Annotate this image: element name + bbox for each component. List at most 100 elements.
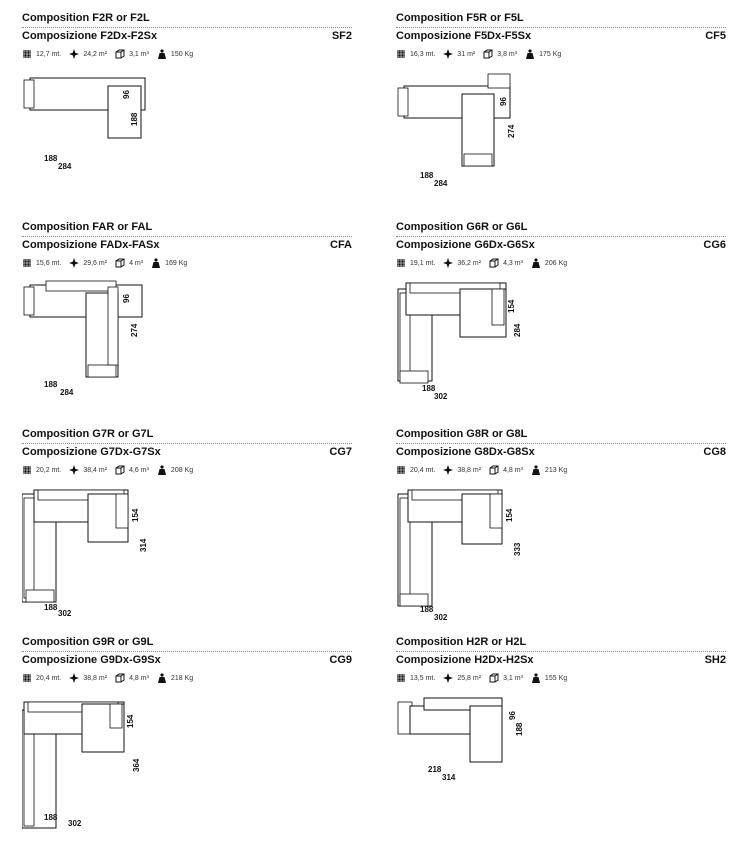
dim-length: 284	[513, 323, 522, 337]
sofa-plan-drawing: 154 333 188 302	[397, 489, 522, 622]
sofa-end-cushion	[25, 589, 55, 603]
sofa-side-cushion	[107, 286, 119, 366]
dim-width-b: 302	[68, 819, 82, 828]
dim-depth: 154	[126, 714, 135, 728]
length-value: 15,6 mt.	[36, 259, 62, 267]
dim-width-b: 302	[434, 392, 448, 401]
sofa-plan-drawing: 96 274 188 284	[23, 280, 143, 397]
dim-depth: 96	[122, 90, 131, 99]
sofa-chaise-module	[469, 705, 503, 763]
composition-title: Composition G8R or G8L	[396, 428, 726, 444]
sofa-top-cushion	[409, 282, 501, 294]
composition-subtitle: Composizione F2Dx-F2Sx	[22, 30, 158, 42]
volume-box-icon	[115, 49, 125, 59]
weight-value: 208 Kg	[170, 466, 194, 474]
sofa-plan-drawing: 96 188 188 284	[23, 77, 146, 171]
length-value: 20,2 mt.	[36, 466, 62, 474]
composition-title: Composition F2R or F2L	[22, 12, 352, 28]
dim-width-a: 188	[422, 384, 436, 393]
area-value: 38,4 m²	[83, 466, 108, 474]
area-icon	[443, 465, 454, 475]
volume-box-icon	[115, 465, 125, 475]
dim-width-b: 284	[434, 179, 448, 188]
composition-card-g9: Composition G9R or G9L Composizione G9Dx…	[22, 636, 352, 836]
composition-code: CG9	[329, 654, 352, 666]
volume-value: 4,8 m³	[129, 674, 149, 682]
sofa-end-cushion	[399, 593, 429, 607]
sofa-side-cushion	[115, 493, 129, 529]
sofa-armrest	[23, 79, 35, 109]
area-icon	[69, 673, 80, 683]
area-icon	[443, 258, 454, 268]
weight-icon	[526, 49, 535, 59]
sofa-side-cushion	[491, 288, 505, 326]
volume-value: 3,1 m³	[129, 50, 149, 58]
sofa-chaise-module	[107, 85, 142, 139]
length-icon	[22, 258, 32, 268]
area-icon	[69, 49, 80, 59]
dim-depth: 154	[131, 508, 140, 522]
composition-card-g8: Composition G8R or G8L Composizione G8Dx…	[396, 428, 726, 628]
dim-width-b: 284	[58, 162, 72, 171]
composition-card-fa: Composition FAR or FAL Composizione FADx…	[22, 221, 352, 421]
composition-subtitle: Composizione FADx-FASx	[22, 239, 160, 251]
composition-code: SF2	[331, 30, 352, 42]
composition-code: CG6	[703, 239, 726, 251]
composition-card-f2: Composition F2R or F2L Composizione F2Dx…	[22, 12, 352, 212]
dim-width-a: 218	[428, 765, 442, 774]
length-icon	[22, 465, 32, 475]
dim-width-a: 188	[44, 154, 58, 163]
volume-box-icon	[115, 258, 125, 268]
weight-value: 175 Kg	[539, 50, 562, 58]
composition-subtitle: Composizione G9Dx-G9Sx	[22, 654, 161, 666]
sofa-side-cushion	[489, 493, 503, 529]
specs-row: 20,2 mt. 38,4 m² 4,6 m³ 208 Kg	[22, 465, 201, 475]
sofa-end-cushion	[87, 364, 117, 378]
area-icon	[69, 258, 80, 268]
composition-subtitle: Composizione H2Dx-H2Sx	[396, 654, 534, 666]
composition-code: CF5	[705, 30, 726, 42]
volume-box-icon	[115, 673, 125, 683]
weight-icon	[157, 49, 166, 59]
dim-width-a: 188	[44, 603, 58, 612]
area-icon	[69, 465, 80, 475]
composition-card-h2: Composition H2R or H2L Composizione H2Dx…	[396, 636, 726, 836]
specs-row: 16,3 mt. 31 m² 3,8 m³ 175 Kg	[396, 49, 569, 59]
specs-row: 19,1 mt. 36,2 m² 4,3 m³ 206 Kg	[396, 258, 575, 268]
sofa-end-cushion	[399, 370, 429, 384]
composition-title: Composition FAR or FAL	[22, 221, 352, 237]
composition-code: CG8	[703, 446, 726, 458]
dim-width-b: 284	[60, 388, 74, 397]
sofa-end-cushion	[463, 153, 493, 167]
specs-row: 20,4 mt. 38,8 m² 4,8 m³ 213 Kg	[396, 465, 575, 475]
specs-row: 20,4 mt. 38,8 m² 4,8 m³ 218 Kg	[22, 673, 201, 683]
length-icon	[22, 673, 32, 683]
dim-width-a: 188	[44, 813, 58, 822]
weight-icon	[531, 465, 540, 475]
length-value: 20,4 mt.	[36, 674, 62, 682]
volume-value: 3,8 m³	[497, 50, 518, 58]
weight-value: 213 Kg	[544, 466, 568, 474]
sofa-plan-drawing: 96 188 218 314	[397, 697, 524, 782]
specs-row: 12,7 mt. 24,2 m² 3,1 m³ 150 Kg	[22, 49, 201, 59]
volume-value: 4,6 m³	[129, 466, 149, 474]
composition-title: Composition H2R or H2L	[396, 636, 726, 652]
dim-length: 314	[139, 538, 148, 552]
length-value: 16,3 mt.	[410, 50, 436, 58]
weight-value: 169 Kg	[165, 259, 188, 267]
composition-title: Composition G6R or G6L	[396, 221, 726, 237]
volume-value: 4,3 m³	[503, 259, 523, 267]
weight-icon	[157, 465, 166, 475]
length-value: 20,4 mt.	[410, 466, 436, 474]
specs-row: 15,6 mt. 29,6 m² 4 m³ 169 Kg	[22, 258, 195, 268]
length-icon	[396, 258, 406, 268]
sofa-armrest	[397, 87, 409, 117]
composition-title: Composition G9R or G9L	[22, 636, 352, 652]
volume-box-icon	[489, 258, 499, 268]
sofa-plan-drawing: 96 274 188 284	[397, 73, 516, 188]
area-value: 38,8 m²	[457, 466, 482, 474]
sofa-side-cushion	[109, 703, 123, 729]
volume-value: 4 m³	[129, 259, 144, 267]
volume-box-icon	[489, 465, 499, 475]
weight-value: 155 Kg	[544, 674, 568, 682]
